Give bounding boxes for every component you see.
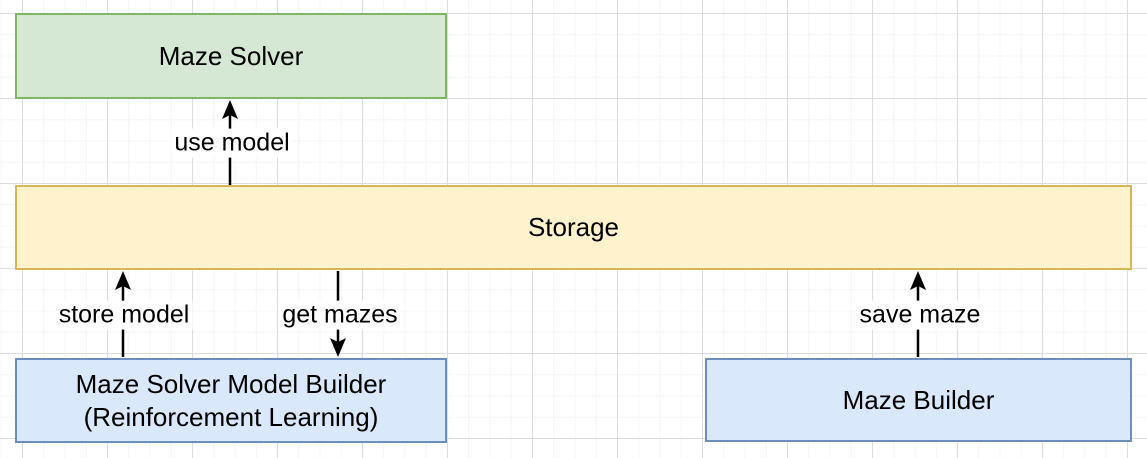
store-model-label: store model: [55, 300, 193, 330]
node-label: Maze Solver: [158, 40, 304, 71]
get-mazes-arrowhead: [330, 338, 346, 357]
save-maze-arrowhead: [910, 271, 926, 290]
node-maze-solver: Maze Solver: [15, 13, 447, 99]
node-label: Maze Solver Model Builder (Reinforcement…: [75, 369, 387, 432]
node-maze-solver-model-builder: Maze Solver Model Builder (Reinforcement…: [15, 358, 447, 443]
node-label: Storage: [527, 212, 620, 243]
node-maze-builder: Maze Builder: [705, 358, 1132, 442]
node-label: Maze Builder: [842, 384, 995, 415]
node-storage: Storage: [15, 185, 1132, 270]
use-model-arrowhead: [222, 100, 238, 119]
use-model-label: use model: [171, 128, 293, 158]
get-mazes-label: get mazes: [279, 300, 401, 330]
store-model-arrowhead: [115, 271, 131, 290]
save-maze-label: save maze: [856, 300, 984, 330]
